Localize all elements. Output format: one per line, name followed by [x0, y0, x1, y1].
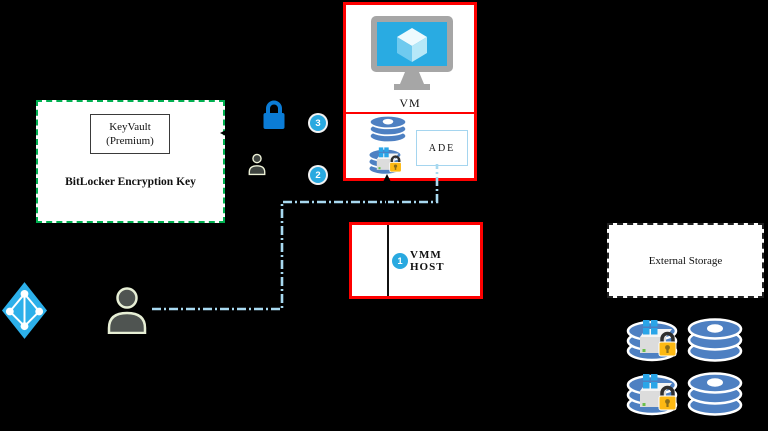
lock-icon	[263, 100, 285, 129]
step-badge-1: 1	[392, 253, 408, 269]
bitlocker-key-label: BitLocker Encryption Key	[65, 176, 196, 188]
encrypted-disk-icon	[367, 147, 403, 176]
vmm-host-box: VMM HOST	[349, 222, 483, 299]
person-small-icon	[248, 153, 266, 176]
encrypted-disk-icon	[626, 320, 678, 362]
step-badge-2: 2	[310, 167, 326, 183]
disk-stack-icon	[687, 372, 743, 416]
keyvault-title-line1: KeyVault	[109, 120, 151, 133]
keyvault-box: KeyVault (Premium) BitLocker Encryption …	[36, 100, 225, 223]
external-storage-box: External Storage	[607, 223, 764, 298]
vmm-host-label: VMM HOST	[410, 248, 445, 273]
ade-label: ADE	[428, 142, 456, 154]
ade-box: ADE	[416, 130, 468, 166]
vm-box: VM ADE	[343, 2, 477, 181]
external-storage-label: External Storage	[648, 254, 723, 267]
vm-box-divider	[345, 112, 475, 114]
arrow-vmm-to-vm	[381, 174, 393, 222]
vm-label: VM	[399, 96, 421, 110]
arrow-to-keyvault	[220, 128, 261, 138]
disk-stack-icon	[687, 318, 743, 362]
step-badge-3: 3	[310, 115, 326, 131]
vmm-host-divider	[387, 225, 389, 296]
azure-ad-icon	[1, 282, 48, 339]
disk-stack-icon	[368, 115, 408, 143]
encrypted-disk-icon	[626, 374, 678, 416]
vm-monitor-cube-icon	[371, 16, 453, 90]
keyvault-title-box: KeyVault (Premium)	[90, 114, 170, 154]
person-icon	[107, 287, 147, 334]
keyvault-title-line2: (Premium)	[106, 135, 154, 147]
